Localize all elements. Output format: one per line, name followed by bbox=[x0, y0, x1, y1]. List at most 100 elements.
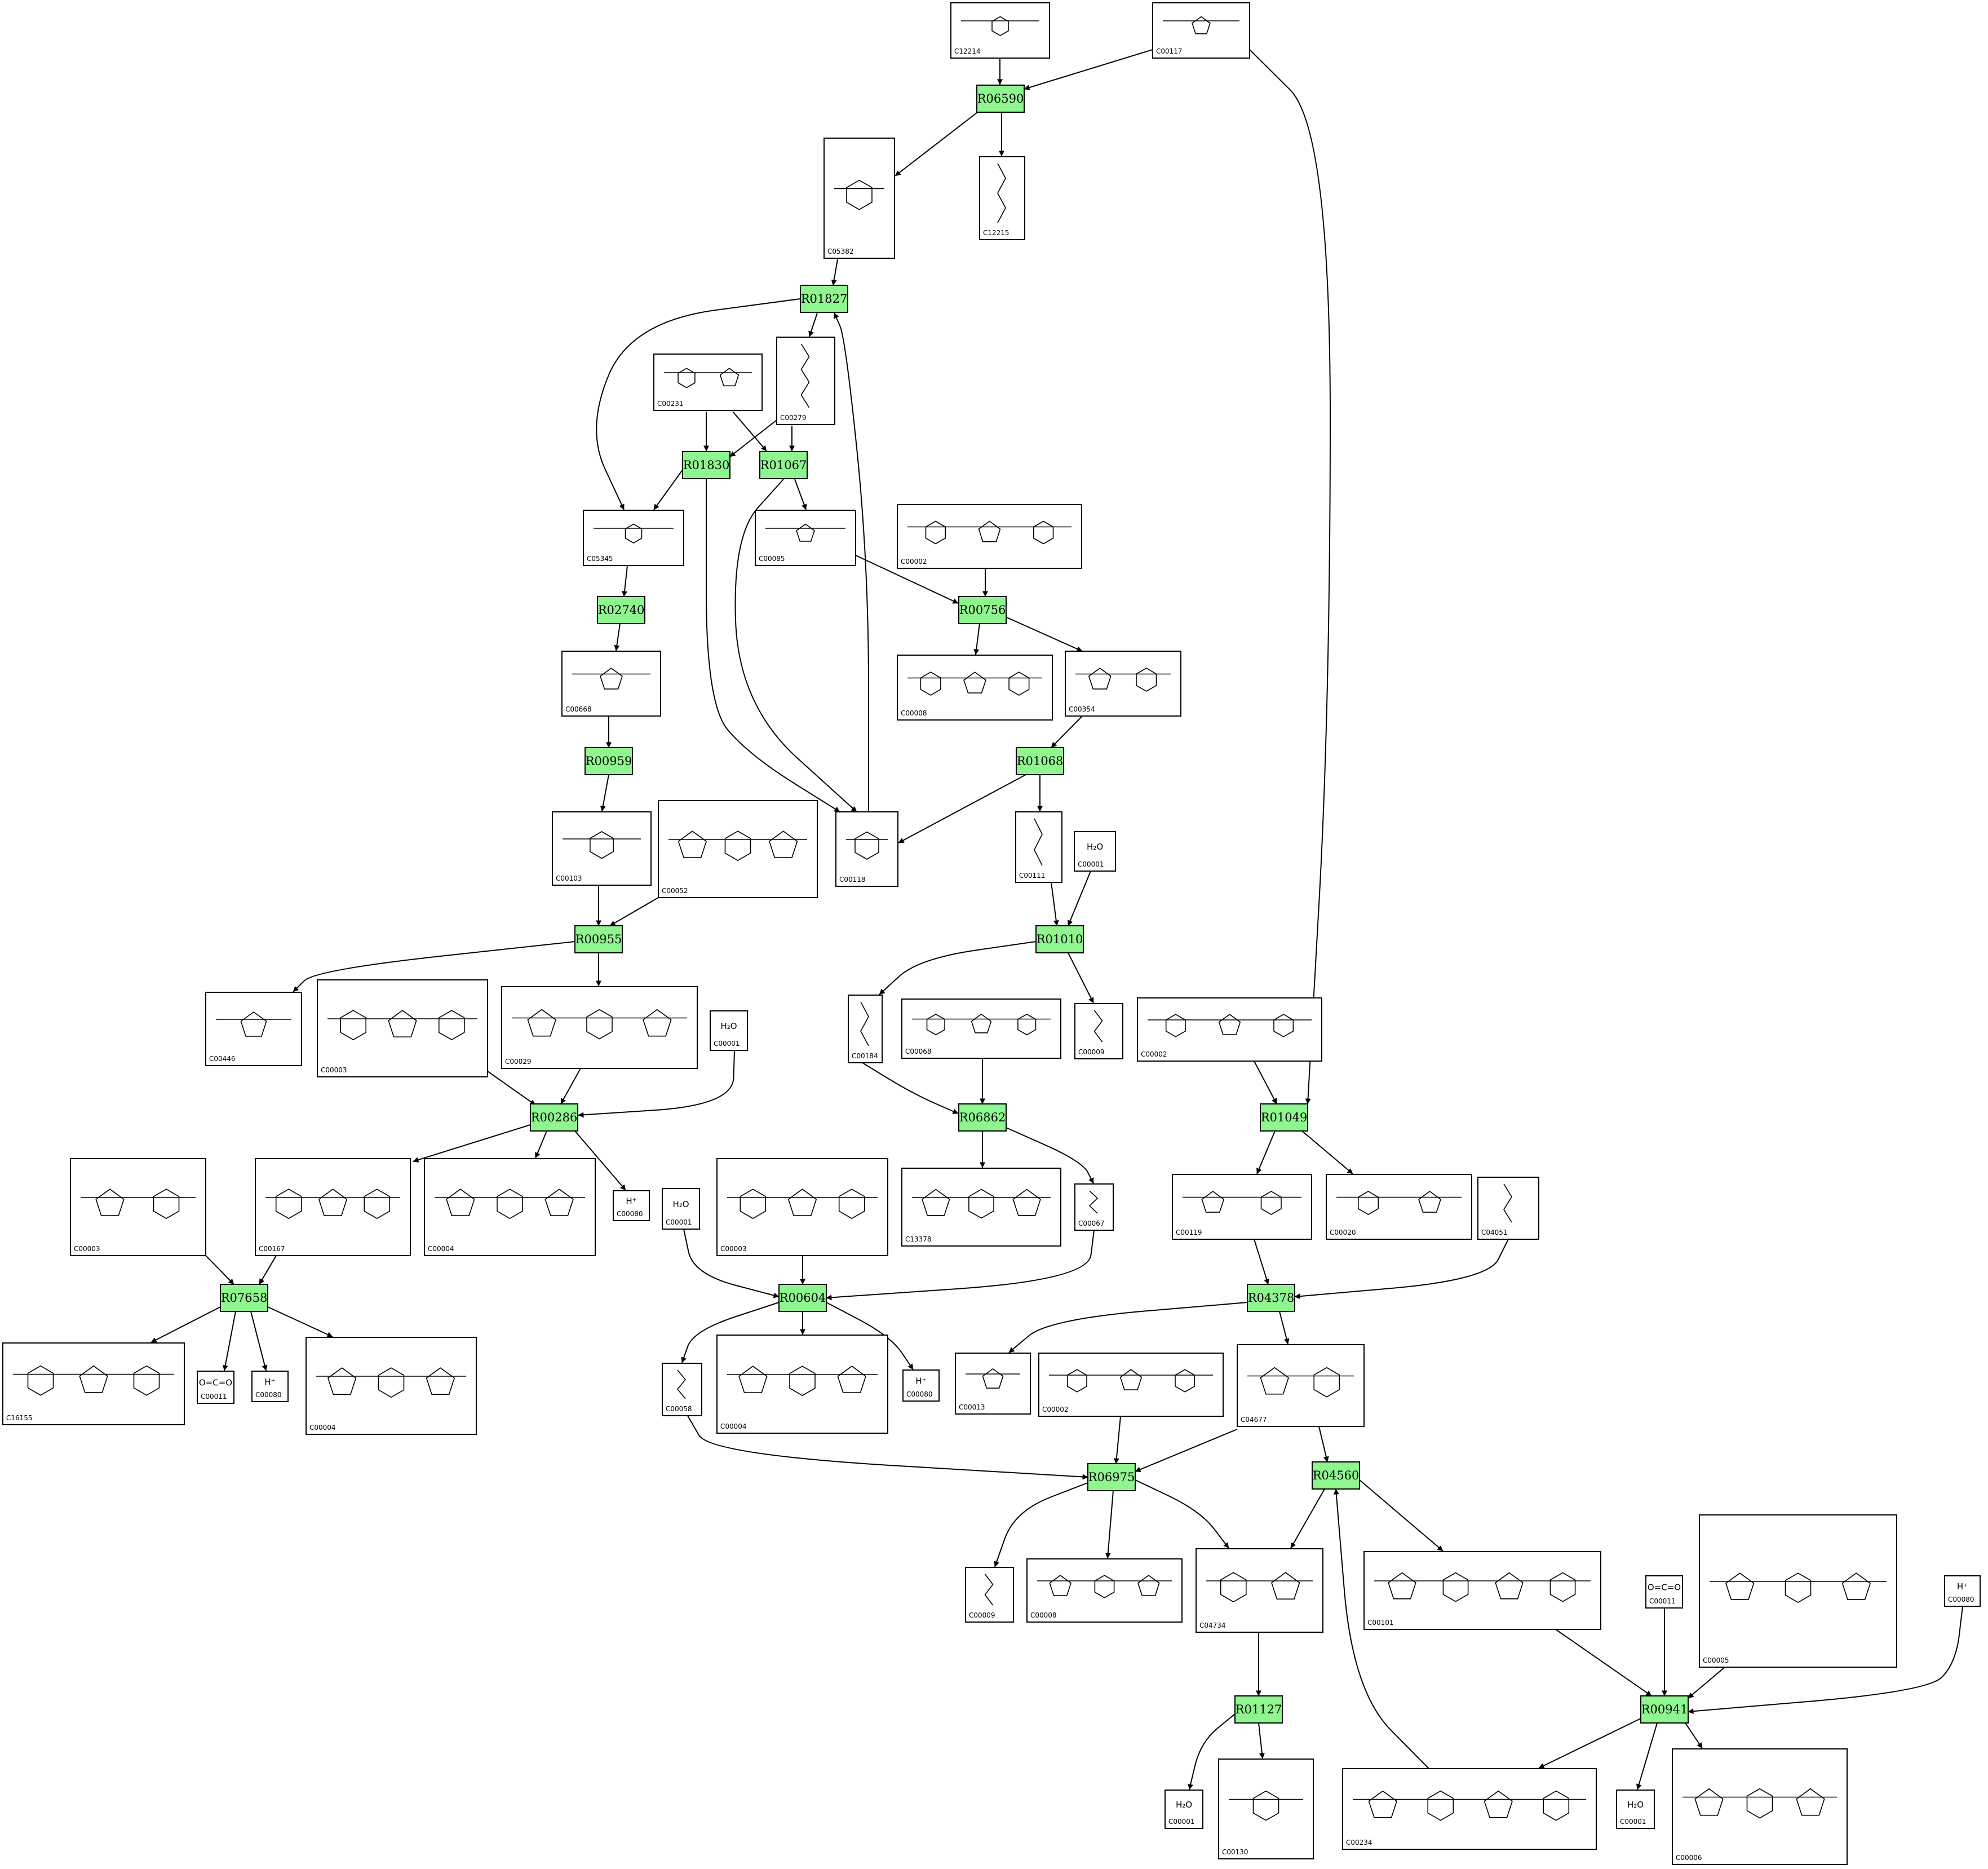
compound-C00067[interactable]: C00067 bbox=[1074, 1183, 1114, 1231]
compound-box[interactable] bbox=[835, 811, 898, 887]
compound-C00446[interactable]: C00446 bbox=[205, 992, 302, 1066]
reaction-box[interactable] bbox=[220, 1284, 268, 1312]
compound-box[interactable] bbox=[1137, 997, 1322, 1062]
compound-box[interactable] bbox=[305, 1337, 477, 1435]
compound-box[interactable] bbox=[901, 998, 1061, 1059]
reaction-box[interactable] bbox=[958, 1103, 1007, 1132]
reaction-box[interactable] bbox=[597, 596, 645, 624]
compound-C04734[interactable]: C04734 bbox=[1196, 1548, 1323, 1633]
reaction-R01067[interactable]: R01067 bbox=[759, 451, 808, 479]
reaction-box[interactable] bbox=[585, 747, 633, 775]
compound-box[interactable] bbox=[716, 1335, 888, 1434]
compound-box[interactable] bbox=[901, 1168, 1061, 1247]
compound-C00008[interactable]: C00008 bbox=[897, 655, 1053, 721]
reaction-box[interactable] bbox=[759, 451, 808, 479]
reaction-box[interactable] bbox=[1312, 1461, 1360, 1490]
compound-C00002[interactable]: C00002 bbox=[1038, 1353, 1224, 1417]
compound-box[interactable] bbox=[1363, 1551, 1601, 1630]
reaction-R00959[interactable]: R00959 bbox=[585, 747, 633, 775]
reaction-box[interactable] bbox=[574, 925, 623, 953]
compound-C00167[interactable]: C00167 bbox=[255, 1158, 411, 1256]
compound-box[interactable] bbox=[1065, 651, 1181, 717]
compound-C00354[interactable]: C00354 bbox=[1065, 651, 1181, 717]
compound-box[interactable] bbox=[897, 655, 1053, 721]
reaction-R04378[interactable]: R04378 bbox=[1247, 1284, 1295, 1312]
compound-box[interactable] bbox=[1038, 1353, 1224, 1417]
compound-box[interactable] bbox=[776, 337, 835, 425]
compound-box[interactable] bbox=[1074, 1183, 1114, 1231]
compound-box[interactable] bbox=[1477, 1177, 1539, 1240]
reaction-R00604[interactable]: R00604 bbox=[778, 1284, 827, 1312]
reaction-box[interactable] bbox=[530, 1103, 578, 1132]
compound-box[interactable] bbox=[1218, 1758, 1314, 1859]
compound-C00184[interactable]: C00184 bbox=[848, 995, 883, 1063]
compound-C05345[interactable]: C05345 bbox=[583, 510, 684, 566]
reaction-box[interactable] bbox=[976, 85, 1025, 113]
compound-box[interactable] bbox=[255, 1158, 411, 1256]
compound-C00130[interactable]: C00130 bbox=[1218, 1758, 1314, 1859]
reaction-R04560[interactable]: R04560 bbox=[1312, 1461, 1360, 1490]
compound-box[interactable] bbox=[317, 979, 488, 1077]
reaction-R00756[interactable]: R00756 bbox=[958, 596, 1007, 624]
reaction-box[interactable] bbox=[1016, 747, 1064, 775]
compound-box[interactable] bbox=[205, 992, 302, 1066]
compound-C16155[interactable]: C16155 bbox=[2, 1342, 185, 1425]
compound-box[interactable] bbox=[2, 1342, 185, 1425]
reaction-R01010[interactable]: R01010 bbox=[1035, 925, 1084, 953]
reaction-box[interactable] bbox=[1247, 1284, 1295, 1312]
compound-box[interactable] bbox=[897, 504, 1082, 569]
reaction-R01827[interactable]: R01827 bbox=[800, 285, 848, 313]
reaction-box[interactable] bbox=[1035, 925, 1084, 953]
compound-box[interactable] bbox=[955, 1353, 1031, 1415]
reaction-R06590[interactable]: R06590 bbox=[976, 85, 1025, 113]
compound-C00004[interactable]: C00004 bbox=[424, 1158, 596, 1256]
compound-box[interactable] bbox=[1026, 1558, 1183, 1623]
compound-C00008[interactable]: C00008 bbox=[1026, 1558, 1183, 1623]
reaction-R01127[interactable]: R01127 bbox=[1234, 1695, 1283, 1724]
compound-box[interactable] bbox=[1172, 1174, 1312, 1240]
compound-box[interactable] bbox=[583, 510, 684, 566]
compound-C05382[interactable]: C05382 bbox=[823, 138, 895, 259]
compound-box[interactable] bbox=[823, 138, 895, 259]
compound-C00058[interactable]: C00058 bbox=[662, 1363, 702, 1416]
compound-C00080[interactable]: H⁺C00080 bbox=[613, 1190, 650, 1221]
compound-box[interactable] bbox=[1326, 1174, 1472, 1240]
compound-C00009[interactable]: C00009 bbox=[965, 1567, 1014, 1623]
compound-C00234[interactable]: C00234 bbox=[1342, 1768, 1597, 1850]
compound-C00006[interactable]: C00006 bbox=[1672, 1748, 1848, 1865]
compound-box[interactable] bbox=[653, 354, 763, 411]
compound-box[interactable] bbox=[251, 1371, 289, 1402]
compound-C00013[interactable]: C00013 bbox=[955, 1353, 1031, 1415]
compound-box[interactable] bbox=[1015, 811, 1062, 883]
compound-box[interactable] bbox=[424, 1158, 596, 1256]
compound-C00002[interactable]: C00002 bbox=[897, 504, 1082, 569]
compound-box[interactable] bbox=[965, 1567, 1014, 1623]
compound-C12215[interactable]: C12215 bbox=[979, 156, 1025, 240]
compound-C00080[interactable]: H⁺C00080 bbox=[1944, 1575, 1981, 1607]
reaction-R01830[interactable]: R01830 bbox=[682, 451, 730, 479]
compound-C00118[interactable]: C00118 bbox=[835, 811, 898, 887]
compound-box[interactable] bbox=[716, 1158, 888, 1256]
compound-C00080[interactable]: H⁺C00080 bbox=[902, 1369, 940, 1402]
compound-box[interactable] bbox=[662, 1363, 702, 1416]
reaction-box[interactable] bbox=[1640, 1695, 1689, 1724]
reaction-box[interactable] bbox=[682, 451, 730, 479]
compound-C00009[interactable]: C00009 bbox=[1074, 1003, 1123, 1059]
compound-C00005[interactable]: C00005 bbox=[1699, 1514, 1897, 1668]
compound-C00111[interactable]: C00111 bbox=[1015, 811, 1062, 883]
compound-box[interactable] bbox=[613, 1190, 650, 1221]
compound-C00003[interactable]: C00003 bbox=[317, 979, 488, 1077]
compound-box[interactable] bbox=[1616, 1790, 1655, 1829]
compound-box[interactable] bbox=[1074, 831, 1116, 872]
compound-box[interactable] bbox=[1237, 1344, 1365, 1427]
compound-box[interactable] bbox=[1165, 1790, 1203, 1829]
compound-C00052[interactable]: C00052 bbox=[658, 800, 818, 898]
compound-box[interactable] bbox=[755, 510, 856, 566]
compound-C00004[interactable]: C00004 bbox=[305, 1337, 477, 1435]
compound-C00020[interactable]: C00020 bbox=[1326, 1174, 1472, 1240]
